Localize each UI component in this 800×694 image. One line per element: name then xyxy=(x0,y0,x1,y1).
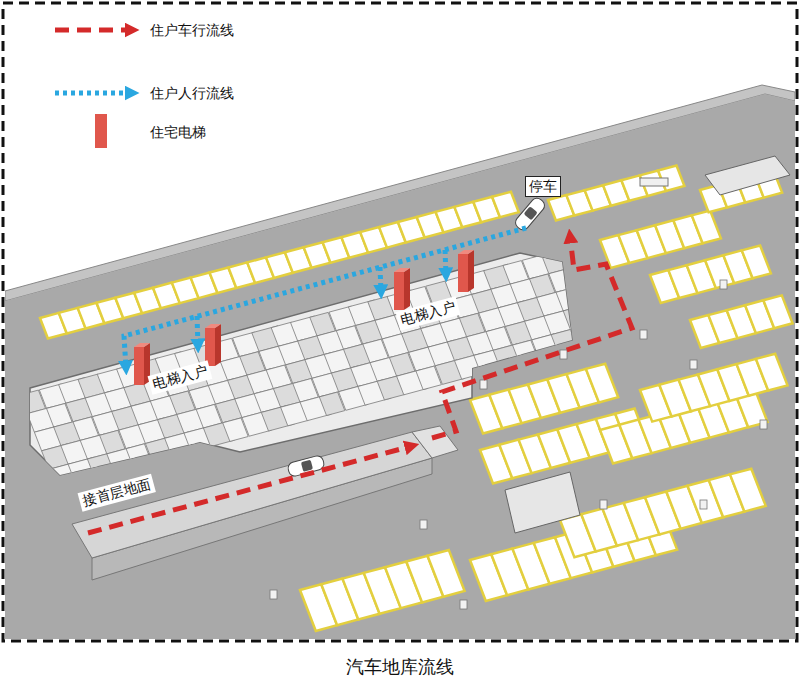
legend-line-sample xyxy=(55,28,132,33)
column xyxy=(460,600,467,609)
legend-swatch xyxy=(95,114,107,148)
car xyxy=(513,196,547,233)
column xyxy=(690,360,697,369)
elevator-side xyxy=(404,268,410,310)
dashed-frame xyxy=(3,3,797,641)
vehicle-flow-line xyxy=(432,236,632,438)
parking-stall xyxy=(586,364,618,403)
pedestrian-flow-line xyxy=(445,250,446,275)
car-body xyxy=(513,196,547,233)
elevator-side xyxy=(468,250,474,292)
parking-stall xyxy=(763,295,792,328)
elevator-top xyxy=(458,250,474,254)
elevator-front xyxy=(134,347,144,385)
column xyxy=(720,280,727,289)
parking-stall xyxy=(730,469,766,512)
parking-stall xyxy=(756,354,788,391)
column xyxy=(480,380,487,389)
ramp xyxy=(72,432,432,558)
pedestrian-flow-line xyxy=(380,267,381,292)
legend-text: 住户人行流线 xyxy=(150,85,234,102)
column xyxy=(640,330,647,339)
wall-block xyxy=(505,472,580,533)
figure-caption: 汽车地库流线 xyxy=(346,656,454,678)
room-wall xyxy=(549,268,579,293)
legend-line-sample xyxy=(55,91,132,96)
legend-text: 住宅电梯 xyxy=(150,124,206,141)
car-window xyxy=(524,206,538,220)
column xyxy=(560,350,567,359)
room-wall xyxy=(570,324,598,348)
column xyxy=(600,500,607,509)
legend-text: 住户车行流线 xyxy=(150,22,234,39)
wall-block xyxy=(705,156,790,195)
elevator-top xyxy=(134,343,150,347)
room-wall xyxy=(563,305,594,330)
elevator-side xyxy=(215,324,221,366)
elevator-top xyxy=(394,268,410,272)
ramp-end xyxy=(412,426,458,458)
elevator-front xyxy=(394,272,404,310)
garage-plan xyxy=(5,85,795,639)
column xyxy=(700,500,707,509)
column xyxy=(270,590,277,599)
elevator-front xyxy=(458,254,468,292)
parking-stall xyxy=(492,192,519,218)
parking-stall xyxy=(428,550,465,597)
parking-label: 停车 xyxy=(525,176,561,197)
column xyxy=(760,420,767,429)
parking-stall xyxy=(742,246,771,279)
room-wall xyxy=(556,287,582,311)
column xyxy=(420,520,427,529)
pedestrian-flow-line xyxy=(197,316,198,346)
garage-floor xyxy=(5,94,795,639)
car-window xyxy=(301,460,313,472)
elevator-top xyxy=(205,324,221,328)
parking-stall xyxy=(692,211,721,244)
wall-block xyxy=(640,178,668,186)
pedestrian-flow-line xyxy=(124,228,526,368)
